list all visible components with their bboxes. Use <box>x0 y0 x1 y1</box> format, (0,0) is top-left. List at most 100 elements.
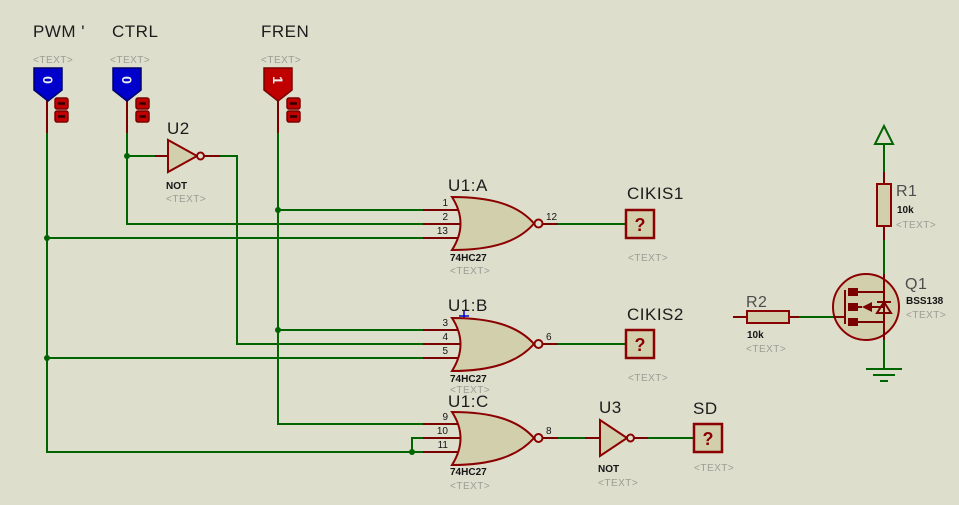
wire-fren-net <box>277 133 423 425</box>
text-placeholder: <TEXT> <box>166 194 206 205</box>
not-gate-body[interactable] <box>599 418 629 458</box>
input-label: CTRL <box>112 22 158 41</box>
nor-gate-body[interactable] <box>450 195 536 252</box>
pin-number: 5 <box>442 346 448 357</box>
pin-number: 4 <box>442 332 448 343</box>
probe-value: ? <box>703 429 714 449</box>
junction-dot <box>409 449 415 455</box>
pin-number: 8 <box>546 426 552 437</box>
pin-number: 6 <box>546 332 552 343</box>
logic-input-ctrl: CTRL <TEXT> 0 <box>110 22 158 123</box>
text-placeholder: <TEXT> <box>746 344 786 355</box>
pin-number: 3 <box>442 318 448 329</box>
text-placeholder: <TEXT> <box>261 55 301 66</box>
mosfet-ref: Q1 <box>905 276 927 293</box>
resistor-r2: R2 10k <TEXT> <box>746 294 790 355</box>
probe-value: ? <box>635 215 646 235</box>
resistor-ref: R1 <box>896 183 917 200</box>
logic-probe-body[interactable] <box>692 422 724 454</box>
wire-pwm-net <box>46 133 423 453</box>
pin-stub <box>46 100 279 133</box>
logic-probe-body[interactable] <box>624 208 656 240</box>
mosfet-pad <box>848 318 858 326</box>
gate-u3: U3 NOT <TEXT> <box>598 398 638 489</box>
junction-dot <box>124 153 130 159</box>
ground-bars-icon <box>866 368 902 382</box>
probe-label: CIKIS1 <box>627 184 684 203</box>
logic-state-value: 1 <box>270 76 286 84</box>
nor-gate-body[interactable] <box>450 410 536 467</box>
pin-stub <box>423 423 558 453</box>
text-placeholder: <TEXT> <box>628 253 668 264</box>
junction-dot <box>44 235 50 241</box>
pin-number: 1 <box>442 198 448 209</box>
logic-state-body[interactable] <box>33 67 63 102</box>
logic-state-body[interactable] <box>263 67 293 102</box>
junction-dot <box>275 207 281 213</box>
pin-number: 9 <box>442 412 448 423</box>
probe-cikis2: CIKIS2 ? <TEXT> <box>624 305 683 384</box>
text-placeholder: <TEXT> <box>110 55 150 66</box>
gate-ref: U1:B <box>448 296 488 315</box>
probe-sd: SD ? <TEXT> <box>692 399 734 474</box>
resistor-ref: R2 <box>746 294 767 311</box>
gate-ref: U3 <box>599 398 622 417</box>
logic-state-body[interactable] <box>112 67 142 102</box>
text-placeholder: <TEXT> <box>896 220 936 231</box>
pin-number: 11 <box>438 440 449 451</box>
vcc-arrow-icon[interactable] <box>873 123 895 145</box>
gate-ref: U1:A <box>448 176 488 195</box>
pin-number: 10 <box>437 426 449 437</box>
gate-type: NOT <box>166 181 187 192</box>
gate-device: 74HC27 <box>450 374 487 385</box>
logic-input-pwm: PWM ' <TEXT> 0 <box>33 22 85 123</box>
gate-ref: U1:C <box>448 392 489 411</box>
text-placeholder: <TEXT> <box>450 481 490 492</box>
power-rail <box>873 123 895 145</box>
wire-ctrl-net <box>126 133 423 225</box>
gate-type: NOT <box>598 464 619 475</box>
not-gate-body[interactable] <box>167 138 200 174</box>
text-placeholder: <TEXT> <box>450 385 490 396</box>
text-placeholder: <TEXT> <box>450 266 490 277</box>
gate-u1a: U1:A 1 2 13 12 74HC27 <TEXT> <box>437 176 558 277</box>
gate-device: 74HC27 <box>450 467 487 478</box>
nor-gate-body[interactable] <box>450 316 536 373</box>
logic-probe-body[interactable] <box>624 328 656 360</box>
pin-stub <box>423 329 558 359</box>
inverter-bubble <box>533 339 544 349</box>
text-placeholder: <TEXT> <box>628 373 668 384</box>
probe-cikis1: CIKIS1 ? <TEXT> <box>624 184 684 264</box>
mosfet-device: BSS138 <box>906 296 944 307</box>
pin-stub <box>733 172 885 318</box>
junction-dot <box>44 355 50 361</box>
pin-stub <box>423 209 558 239</box>
wire-power-branch <box>799 144 885 368</box>
probe-label: SD <box>693 399 718 418</box>
mosfet-q1: Q1 BSS138 <TEXT> <box>832 273 946 341</box>
input-label: PWM ' <box>33 22 85 41</box>
resistor-body[interactable] <box>746 310 790 324</box>
resistor-value: 10k <box>747 330 764 341</box>
wires <box>44 133 885 455</box>
wire-nor-outputs <box>558 223 694 439</box>
logic-state-value: 0 <box>40 76 56 84</box>
mosfet-arrow-icon <box>862 302 872 312</box>
gate-u2: U2 NOT <TEXT> <box>166 119 206 205</box>
text-placeholder: <TEXT> <box>694 463 734 474</box>
input-label: FREN <box>261 22 309 41</box>
junction-dot <box>275 327 281 333</box>
probe-value: ? <box>635 335 646 355</box>
mosfet-pad <box>848 288 858 296</box>
resistor-value: 10k <box>897 205 914 216</box>
text-placeholder: <TEXT> <box>33 55 73 66</box>
wire-u2-output-net <box>220 155 423 345</box>
pin-number: 13 <box>437 226 449 237</box>
gate-u1c: U1:C 9 10 11 8 74HC27 <TEXT> <box>437 392 552 492</box>
inverter-bubble <box>533 218 544 229</box>
gate-device: 74HC27 <box>450 253 487 264</box>
resistor-body[interactable] <box>876 183 892 227</box>
text-placeholder: <TEXT> <box>906 310 946 321</box>
ground-symbol[interactable] <box>866 368 902 382</box>
